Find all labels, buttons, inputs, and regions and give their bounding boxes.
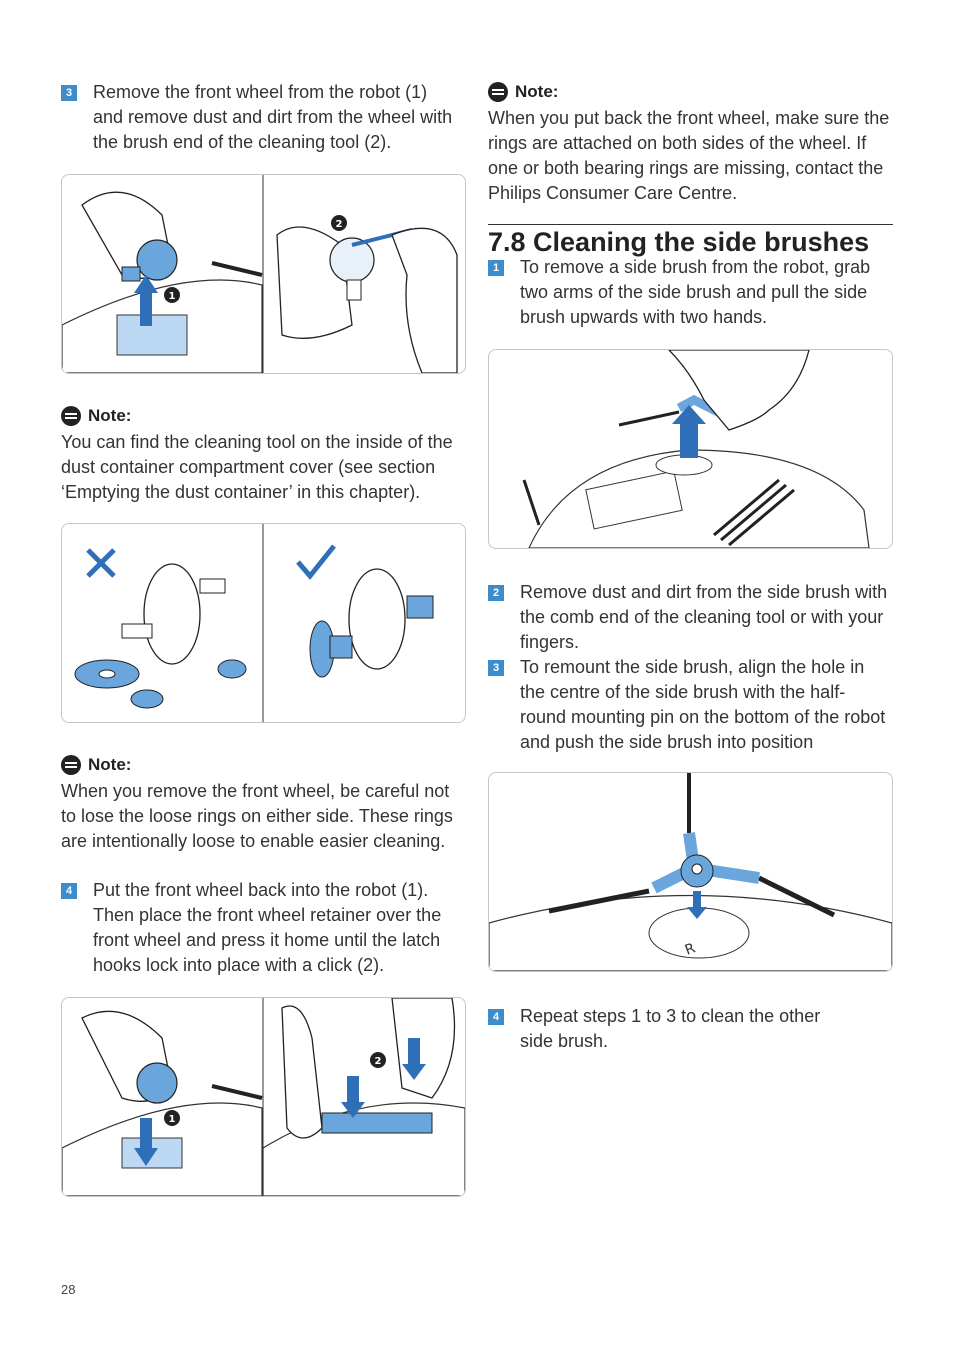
step-number-badge: 4 — [488, 1009, 504, 1025]
note-title: Note: — [88, 406, 132, 425]
note-3-text: When you put back the front wheel, make … — [488, 108, 890, 203]
note-3-heading: Note: — [488, 82, 558, 102]
step-number-badge: 2 — [488, 585, 504, 601]
note-1-heading: Note: — [61, 406, 131, 426]
step-4-put-wheel-back: 4 Put the front wheel back into the robo… — [61, 878, 456, 978]
step-3-remove-wheel: 3 Remove the front wheel from the robot … — [61, 80, 456, 155]
note-1-text: You can find the cleaning tool on the in… — [61, 432, 453, 502]
step-text: Put the front wheel back into the robot … — [93, 880, 442, 975]
figure-remove-side-brush — [488, 349, 893, 549]
note-title: Note: — [515, 82, 559, 101]
step-text: Repeat steps 1 to 3 to clean the other s… — [520, 1006, 821, 1051]
page-title: 7.8 Cleaning the side brushes — [488, 227, 870, 257]
figure-remount-side-brush: R — [488, 772, 893, 972]
figure-reinstall-wheel: 1 2 — [61, 997, 466, 1197]
step-1-remove-side-brush: 1 To remove a side brush from the robot,… — [488, 255, 888, 330]
page-number: 28 — [61, 1282, 76, 1297]
note-icon — [61, 406, 81, 426]
step-number-badge: 4 — [61, 883, 77, 899]
figure-remove-and-clean-wheel: 1 2 — [61, 174, 466, 374]
note-icon — [488, 82, 508, 102]
callout-2: 2 — [375, 1056, 382, 1067]
note-title: Note: — [88, 755, 132, 774]
step-text: Remove the front wheel from the robot (1… — [93, 82, 453, 152]
cross-icon — [86, 548, 116, 578]
callout-2: 2 — [336, 219, 343, 230]
step-3-remount-side-brush: 3 To remount the side brush, align the h… — [488, 655, 888, 755]
step-number-badge: 3 — [61, 85, 77, 101]
figure-wheel-rings-correct-incorrect — [61, 523, 466, 723]
step-number-badge: 1 — [488, 260, 504, 276]
note-2-text: When you remove the front wheel, be care… — [61, 781, 453, 851]
step-number-badge: 3 — [488, 660, 504, 676]
step-text: To remove a side brush from the robot, g… — [520, 257, 871, 327]
step-text: To remount the side brush, align the hol… — [520, 657, 886, 752]
callout-1: 1 — [169, 1114, 176, 1125]
note-icon — [61, 755, 81, 775]
step-text: Remove dust and dirt from the side brush… — [520, 582, 888, 652]
section-heading-7-8: 7.8 Cleaning the side brushes — [488, 224, 893, 258]
check-icon — [296, 544, 336, 580]
note-2-heading: Note: — [61, 755, 131, 775]
step-2-clean-side-brush: 2 Remove dust and dirt from the side bru… — [488, 580, 888, 655]
callout-1: 1 — [169, 291, 176, 302]
step-4-repeat: 4 Repeat steps 1 to 3 to clean the other… — [488, 1004, 888, 1054]
